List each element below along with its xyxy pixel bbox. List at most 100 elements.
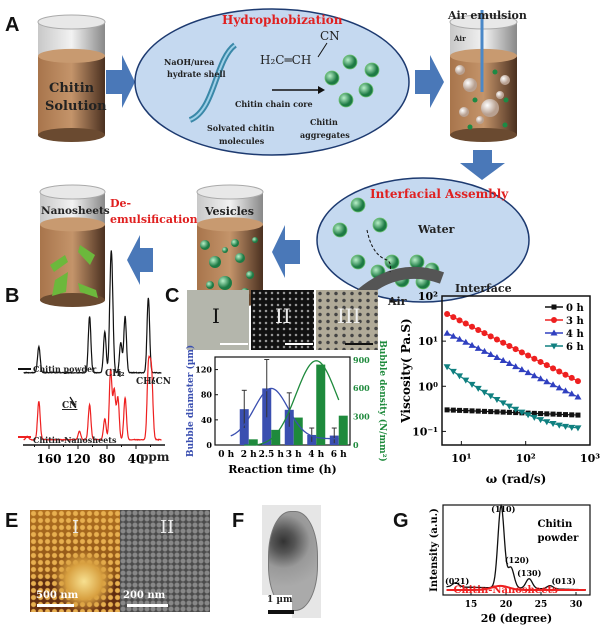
cylinder-vesicles [197,185,263,307]
reagent-formula: H₂C═CH [260,54,311,67]
data-point [481,330,487,336]
data-point [463,321,469,327]
scheme-diagram [0,0,600,310]
data-point [450,333,457,339]
y-tick-label-0: 0 [206,440,212,450]
data-point [507,410,512,415]
chitin-aggregate [351,255,365,269]
x-tick-label-5: 6 h [331,450,347,460]
x-tick-label-1: 10² [516,452,536,465]
annotation-ch2: CH₂ [105,370,125,380]
air-bubble [500,75,510,85]
micrograph-label-i: I [212,305,220,327]
x-tick-label-0: 0 h [218,450,234,460]
aggregate-dot [493,70,498,75]
legend-label-0: 0 h [566,303,584,314]
y2-tick-label-1: 300 [353,412,370,422]
legend-chitin-nanosheets: Chitin-Nanosheets [454,585,559,596]
sem-label: II [160,518,174,538]
ppm-label: ppm [140,451,169,464]
aggregate-dot [473,98,478,103]
nanosheets-label: Nanosheets [41,206,110,218]
data-point [501,410,506,415]
data-point [500,340,506,346]
data-point [506,404,513,410]
data-point [476,409,481,414]
bubble-chart: 0 h2 h2.5 h3 h4 h6 h040801200300600900Re… [180,352,400,482]
tem-scale-bar [268,610,294,614]
chitin-aggregate [343,55,357,69]
data-point [569,375,575,381]
density-bar-1 [249,439,258,445]
panel-label-f: F [232,510,244,533]
air-bubble [476,116,484,124]
peak-label-2: (130) [517,568,541,578]
x-tick-label-1: 2 h [241,450,257,460]
data-point [469,324,475,330]
data-point [543,378,550,384]
data-point [557,412,562,417]
vesicle [200,240,210,250]
vesicle [235,253,245,263]
data-point [493,354,500,360]
series-6h [444,364,582,431]
afm-label: I [72,518,79,538]
y-tick-label-3: 120 [195,365,212,375]
legend-chitin-powder-1: Chitin [538,519,573,530]
x-tick-label-3: 3 h [286,450,302,460]
aggregate-dot [504,98,509,103]
y-axis-label: Bubble diameter (µm) [185,345,196,457]
plot-frame [215,357,350,445]
data-point [462,378,469,384]
naoh-label-1: NaOH/urea [164,58,214,67]
data-point [531,356,537,362]
data-point [550,365,556,371]
data-point [518,366,525,372]
data-point [451,408,456,413]
data-point [456,336,463,342]
data-point [550,381,557,387]
y-tick-label-0: 10⁻¹ [412,425,438,438]
series-0h [445,407,581,417]
density-bar-4 [316,365,325,445]
annotation-cn: CN [62,402,77,412]
data-point [475,386,482,392]
data-point [457,317,463,323]
hydrophobization-title: Hydrophobization [222,14,343,27]
chitin-solution-label-1: Chitin [49,82,94,96]
micrograph-label-iii: III [337,305,361,327]
sem-scale-text: 200 nm [123,590,165,601]
data-point [482,409,487,414]
density-bar-5 [339,416,348,445]
data-point [556,384,563,390]
y2-axis-label: Bubble density (N/mm²) [377,340,388,462]
data-point [563,412,568,417]
liquid-surface [197,217,263,231]
data-point [506,360,513,366]
naoh-label-2: hydrate shell [167,70,226,79]
density-bar-3 [294,418,303,445]
chitin-aggregate [385,255,399,269]
data-point [444,311,450,317]
x-axis-label: Reaction time (h) [228,463,337,476]
aggregates-label-1: Chitin [310,118,338,127]
arrow-down [460,150,505,180]
data-point [487,351,494,357]
afm-scale-text: 500 nm [36,590,78,601]
x-tick-label-4: 4 h [308,450,324,460]
y-tick-label-2: 10¹ [418,335,438,348]
data-point [562,387,569,393]
data-point [456,373,463,379]
data-point [556,369,562,375]
liquid-surface [40,217,105,231]
data-point [494,337,500,343]
data-point [469,382,476,388]
chitin-aggregate [333,223,347,237]
liquid-surface [38,49,105,63]
data-point [493,397,500,403]
data-point [462,339,469,345]
y2-tick-label-3: 900 [353,355,370,365]
vesicle [222,247,228,253]
data-point [469,342,476,348]
afm-scale-bar [37,604,74,607]
